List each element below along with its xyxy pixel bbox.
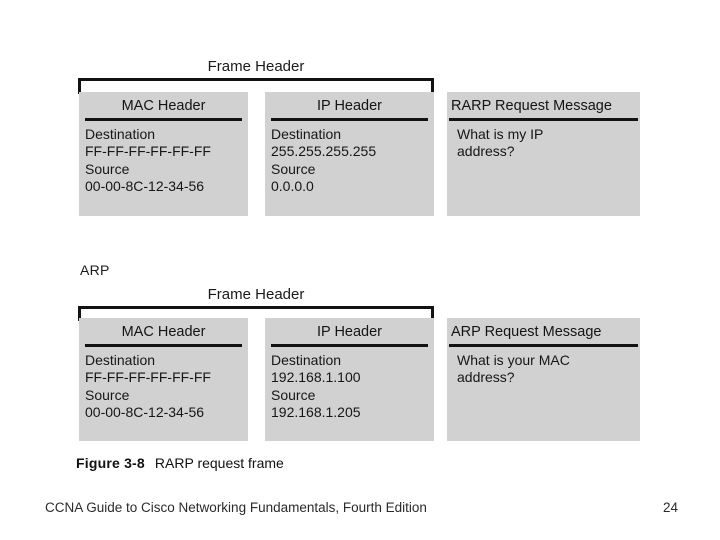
box-title-ip-header-1: IP Header bbox=[316, 98, 383, 114]
slide-footer: CCNA Guide to Cisco Networking Fundament… bbox=[0, 500, 720, 524]
field-line: 00-00-8C-12-34-56 bbox=[85, 404, 205, 420]
box-mac-header-2: MAC Header Destination FF-FF-FF-FF-FF-FF… bbox=[79, 318, 248, 441]
box-mac-header-1: MAC Header Destination FF-FF-FF-FF-FF-FF… bbox=[79, 92, 248, 216]
field-line: Destination bbox=[271, 351, 342, 368]
figure-caption: Figure 3-8 RARP request frame bbox=[76, 455, 284, 471]
box-arp-request-message: ARP Request Message What is your MAC add… bbox=[447, 318, 640, 441]
frame-header-bracket-2 bbox=[78, 306, 434, 321]
field-line: 192.168.1.100 bbox=[271, 369, 361, 385]
frame-header-label-2: Frame Header bbox=[207, 286, 305, 303]
box-title-arp-request-message: ARP Request Message bbox=[451, 324, 602, 340]
box-body-ip-header-1: Destination 255.255.255.255 Source 0.0.0… bbox=[265, 121, 434, 196]
field-line: 00-00-8C-12-34-56 bbox=[85, 178, 205, 194]
box-rule-arp-request-message bbox=[449, 343, 638, 347]
footer-book-title: CCNA Guide to Cisco Networking Fundament… bbox=[45, 500, 427, 515]
box-rule-mac-header-2 bbox=[85, 343, 242, 347]
field-line: What is my IP bbox=[457, 125, 544, 142]
box-body-arp-request-message: What is your MAC address? bbox=[447, 347, 640, 387]
footer-page-number: 24 bbox=[662, 500, 678, 515]
field-line: FF-FF-FF-FF-FF-FF bbox=[85, 369, 211, 385]
field-line: address? bbox=[457, 369, 515, 385]
box-body-ip-header-2: Destination 192.168.1.100 Source 192.168… bbox=[265, 347, 434, 422]
box-ip-header-1: IP Header Destination 255.255.255.255 So… bbox=[265, 92, 434, 216]
field-line: Destination bbox=[271, 125, 342, 142]
box-body-mac-header-1: Destination FF-FF-FF-FF-FF-FF Source 00-… bbox=[79, 121, 248, 196]
box-title-mac-header-1: MAC Header bbox=[121, 98, 206, 114]
box-rarp-request-message: RARP Request Message What is my IP addre… bbox=[447, 92, 640, 216]
field-line: 192.168.1.205 bbox=[271, 404, 361, 420]
box-ip-header-2: IP Header Destination 192.168.1.100 Sour… bbox=[265, 318, 434, 441]
field-line: 255.255.255.255 bbox=[271, 143, 377, 159]
box-title-mac-header-2: MAC Header bbox=[121, 324, 206, 340]
field-line: 0.0.0.0 bbox=[271, 178, 314, 194]
frame-header-label-1: Frame Header bbox=[207, 58, 305, 75]
field-line: Destination bbox=[85, 351, 156, 368]
field-line: address? bbox=[457, 143, 515, 159]
field-line: Source bbox=[271, 386, 316, 403]
field-line: Destination bbox=[85, 125, 156, 142]
field-line: Source bbox=[85, 386, 130, 403]
field-line: FF-FF-FF-FF-FF-FF bbox=[85, 143, 211, 159]
box-body-mac-header-2: Destination FF-FF-FF-FF-FF-FF Source 00-… bbox=[79, 347, 248, 422]
box-title-ip-header-2: IP Header bbox=[316, 324, 383, 340]
field-line: Source bbox=[85, 160, 130, 177]
box-rule-ip-header-2 bbox=[271, 343, 428, 347]
field-line: Source bbox=[271, 160, 316, 177]
arp-section-label: ARP bbox=[80, 262, 110, 278]
figure-caption-text: RARP request frame bbox=[154, 455, 284, 471]
box-rule-rarp-request-message bbox=[449, 117, 638, 121]
box-body-rarp-request-message: What is my IP address? bbox=[447, 121, 640, 161]
box-title-rarp-request-message: RARP Request Message bbox=[451, 98, 612, 114]
frame-header-bracket-1 bbox=[78, 78, 434, 94]
box-rule-mac-header-1 bbox=[85, 117, 242, 121]
field-line: What is your MAC bbox=[457, 351, 570, 368]
figure-number: Figure 3-8 bbox=[76, 455, 145, 471]
box-rule-ip-header-1 bbox=[271, 117, 428, 121]
